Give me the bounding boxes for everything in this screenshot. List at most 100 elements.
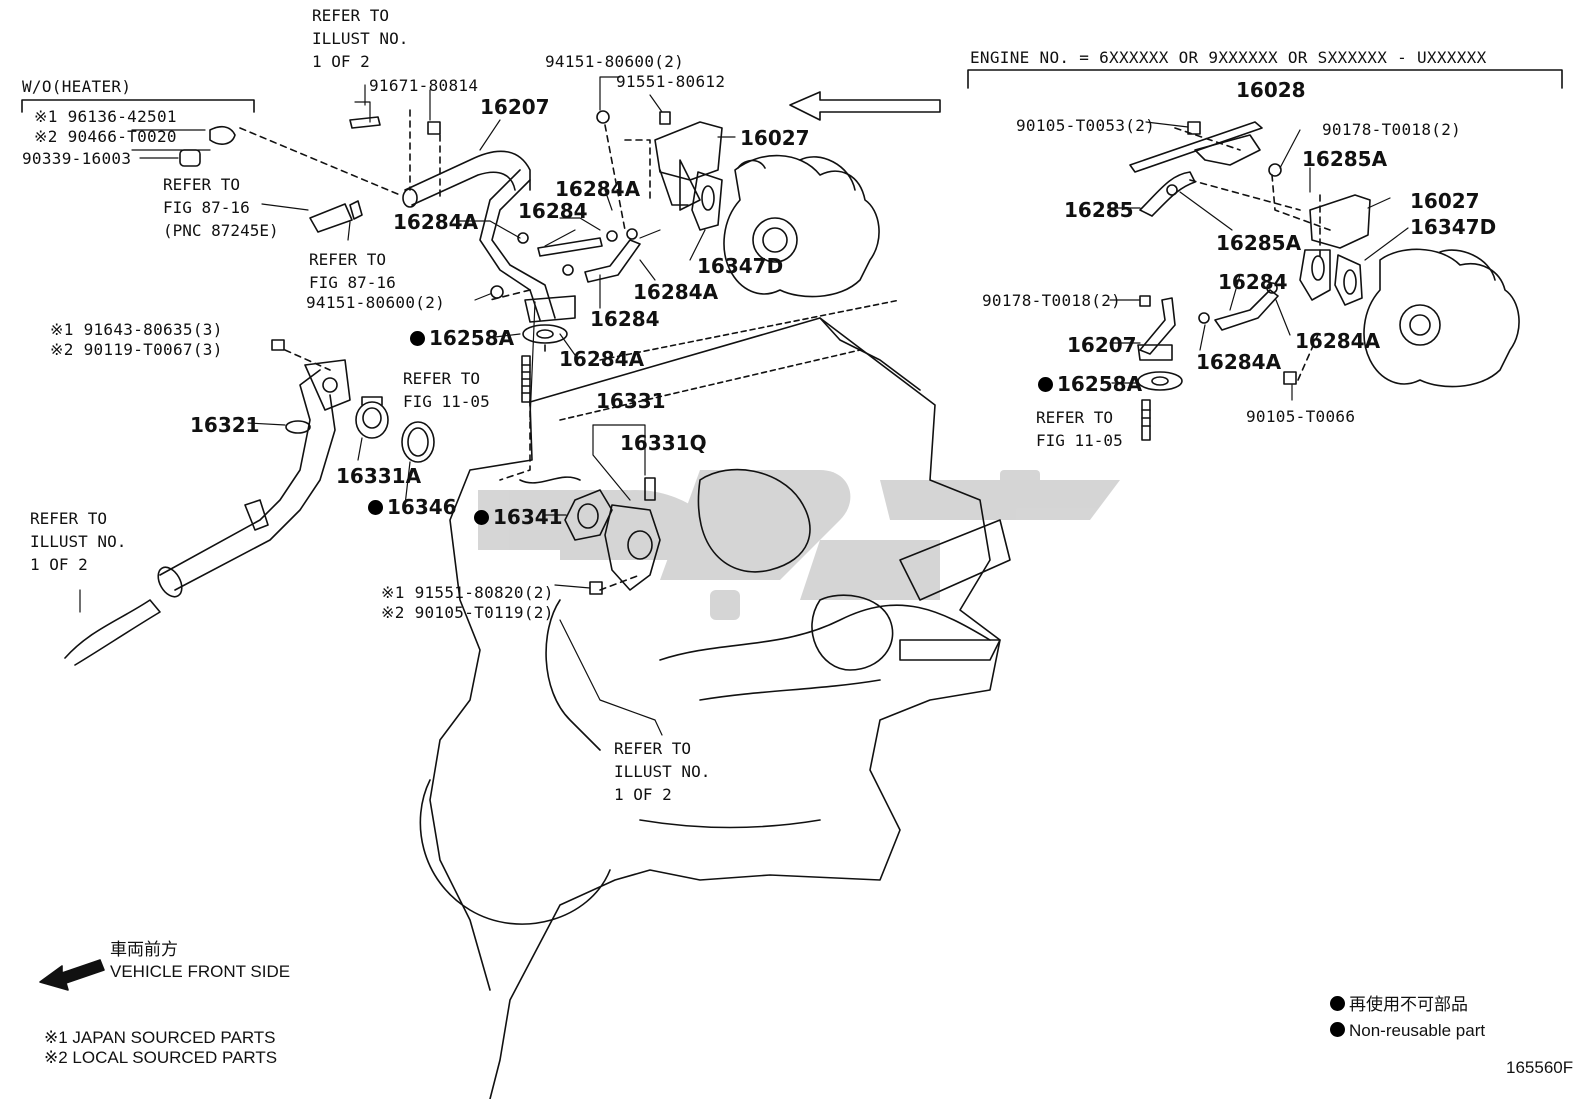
stud-right	[1141, 399, 1151, 441]
part-90105-T0119[interactable]: ※2 90105-T0119(2)	[381, 603, 554, 622]
turbo-bracket-right	[1299, 194, 1371, 306]
refer-fig-87-16-pnc[interactable]: REFER TO FIG 87-16 (PNC 87245E)	[163, 175, 279, 240]
part-16341[interactable]: 16341	[474, 506, 563, 528]
gasket-16258a-right	[1137, 371, 1183, 391]
part-16347D-left[interactable]: 16347D	[697, 254, 784, 278]
turbocharger-left	[723, 154, 880, 298]
part-16284A-4[interactable]: 16284A	[559, 347, 645, 371]
hose-16284-left	[537, 237, 603, 257]
non-reusable-dot	[410, 331, 425, 346]
part-90178-T0018-top[interactable]: 90178-T0018(2)	[1322, 120, 1462, 139]
hose-16284-right	[1214, 289, 1279, 331]
gasket-16346	[401, 421, 435, 463]
figure-id: 165560F	[1506, 1058, 1574, 1077]
part-16331Q[interactable]: 16331Q	[620, 431, 707, 455]
part-90119-T0067[interactable]: ※2 90119-T0067(3)	[50, 340, 223, 359]
union-pin	[349, 116, 381, 129]
nut-94151-top	[596, 110, 610, 124]
bolt-91551	[659, 111, 671, 125]
part-16331[interactable]: 16331	[596, 389, 666, 413]
legend-nonreusable-en: Non-reusable part	[1330, 1021, 1485, 1041]
legend-japan-sourced: ※1 JAPAN SOURCED PARTS	[44, 1028, 276, 1047]
part-16207-left[interactable]: 16207	[480, 95, 550, 119]
part-90178-T0018-mid[interactable]: 90178-T0018(2)	[982, 291, 1122, 310]
leader-lines	[79, 76, 1409, 736]
oil-pipe-right	[1129, 121, 1263, 361]
gasket-16258a-left	[522, 324, 568, 344]
part-91551-80612[interactable]: 91551-80612	[616, 72, 726, 91]
part-16321[interactable]: 16321	[190, 413, 260, 437]
part-90105-T0053[interactable]: 90105-T0053(2)	[1016, 116, 1156, 135]
non-reusable-dot	[1330, 1022, 1345, 1037]
part-16027-left[interactable]: 16027	[740, 126, 810, 150]
nut-94151-mid	[490, 285, 504, 299]
part-16285A-1[interactable]: 16285A	[1302, 147, 1388, 171]
part-16346[interactable]: 16346	[368, 496, 457, 518]
bolt-90105-T0053	[1187, 121, 1201, 135]
refer-fig-87-16[interactable]: REFER TO FIG 87-16	[309, 250, 396, 292]
refer-fig-11-05-left[interactable]: REFER TO FIG 11-05	[403, 369, 490, 411]
part-16284-right[interactable]: 16284	[1218, 270, 1288, 294]
water-outlet	[604, 477, 661, 591]
heater-bracket	[21, 99, 255, 113]
hose-16284-lower	[584, 239, 641, 283]
bolt-91643	[271, 339, 285, 351]
bolt-91671	[427, 121, 441, 135]
refer-illust-left[interactable]: REFER TO ILLUST NO. 1 OF 2	[30, 509, 127, 574]
direction-arrow	[789, 91, 941, 121]
watermark-logo	[478, 470, 1120, 620]
bolt-91551-80820	[589, 581, 603, 595]
part-90105-T0066[interactable]: 90105-T0066	[1246, 407, 1356, 426]
refer-illust-bottom[interactable]: REFER TO ILLUST NO. 1 OF 2	[614, 739, 711, 804]
part-16207-right[interactable]: 16207	[1067, 333, 1137, 357]
part-16285[interactable]: 16285	[1064, 198, 1134, 222]
part-16284A-1[interactable]: 16284A	[555, 177, 641, 201]
part-90339-16003[interactable]: 90339-16003	[22, 149, 132, 168]
part-94151-80600-mid[interactable]: 94151-80600(2)	[306, 293, 446, 312]
vehicle-front-jp: 車両前方	[110, 940, 178, 959]
non-reusable-dot	[1038, 377, 1053, 392]
part-16284A-right-1[interactable]: 16284A	[1295, 329, 1381, 353]
turbo-bracket-left	[654, 121, 723, 231]
legend-local-sourced: ※2 LOCAL SOURCED PARTS	[44, 1048, 278, 1067]
part-16284-1[interactable]: 16284	[518, 199, 588, 223]
part-96136-42501[interactable]: ※1 96136-42501	[34, 107, 177, 126]
nut-90178-top	[1268, 163, 1282, 177]
part-91551-80820[interactable]: ※1 91551-80820(2)	[381, 583, 554, 602]
part-91643-80635[interactable]: ※1 91643-80635(3)	[50, 320, 223, 339]
engine-block-outline	[419, 299, 1011, 1099]
non-reusable-dot	[368, 500, 383, 515]
non-reusable-dot	[474, 510, 489, 525]
engine-no-bracket	[967, 69, 1563, 89]
gasket-16341	[564, 489, 613, 541]
non-reusable-dot	[1330, 996, 1345, 1011]
water-inlet-pipe	[157, 359, 351, 598]
vehicle-front-en: VEHICLE FRONT SIDE	[110, 962, 291, 981]
part-16258A-left[interactable]: 16258A	[410, 327, 514, 349]
dashed-leaders	[239, 109, 1331, 591]
part-91671-80814[interactable]: 91671-80814	[369, 76, 479, 95]
part-16284-2[interactable]: 16284	[590, 307, 660, 331]
turbocharger-right	[1363, 248, 1520, 388]
part-16027-right[interactable]: 16027	[1410, 189, 1480, 213]
part-16331A[interactable]: 16331A	[336, 464, 422, 488]
part-16258A-right[interactable]: 16258A	[1038, 373, 1142, 395]
part-16347D-right[interactable]: 16347D	[1410, 215, 1497, 239]
refer-fig-11-05-right[interactable]: REFER TO FIG 11-05	[1036, 408, 1123, 450]
nut-90178-mid	[1139, 295, 1151, 307]
oil-pipe-left	[402, 150, 576, 323]
engine-no-header: ENGINE NO. = 6XXXXXX OR 9XXXXXX OR SXXXX…	[970, 48, 1487, 67]
legend-nonreusable-jp: 再使用不可部品	[1330, 995, 1468, 1015]
part-16285A-2[interactable]: 16285A	[1216, 231, 1302, 255]
heater-hose	[64, 599, 161, 666]
part-90466-T0020[interactable]: ※2 90466-T0020	[34, 127, 177, 146]
part-16284A-2[interactable]: 16284A	[393, 210, 479, 234]
vehicle-front-arrow	[39, 959, 105, 991]
part-16028[interactable]: 16028	[1236, 78, 1306, 102]
part-16284A-right-2[interactable]: 16284A	[1196, 350, 1282, 374]
part-94151-80600-top[interactable]: 94151-80600(2)	[545, 52, 685, 71]
bolt-90105-T0066	[1283, 371, 1297, 385]
part-16284A-3[interactable]: 16284A	[633, 280, 719, 304]
thermostat	[355, 396, 389, 439]
